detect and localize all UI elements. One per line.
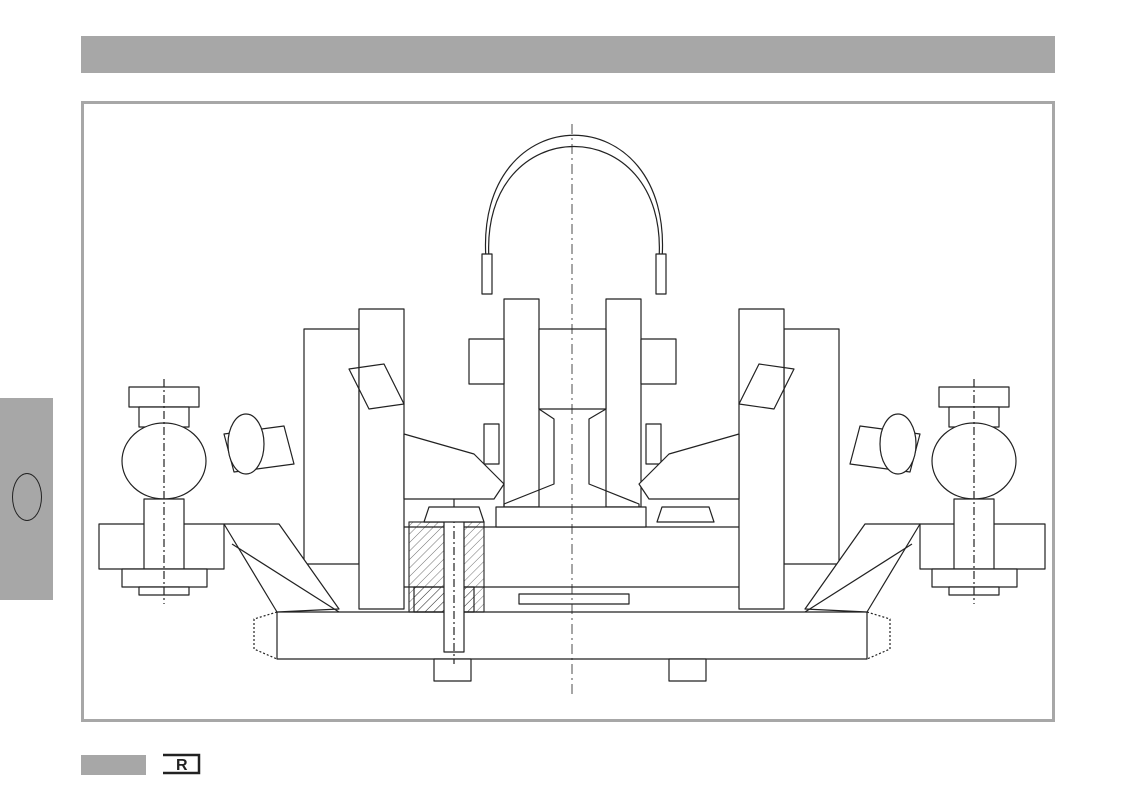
header-bar: [81, 36, 1055, 73]
technical-drawing: [98, 124, 1046, 694]
left-ball-coupling: [121, 379, 208, 604]
logo-letter: R: [176, 757, 188, 774]
technical-drawing-frame: [81, 101, 1055, 722]
left-clamp: [223, 308, 505, 610]
central-pedestal: [495, 298, 647, 528]
right-clamp: [638, 308, 921, 610]
header-title: [81, 36, 82, 37]
side-tab-oval-icon: [12, 473, 42, 521]
footer-bar: [81, 755, 146, 775]
side-tab: [0, 398, 53, 600]
right-ball-coupling: [931, 379, 1018, 604]
r-logo-icon: R: [163, 753, 201, 775]
lifting-handle: [468, 134, 677, 465]
right-brace: [804, 523, 1046, 613]
left-brace: [98, 523, 340, 613]
cross-bar: [393, 499, 750, 664]
